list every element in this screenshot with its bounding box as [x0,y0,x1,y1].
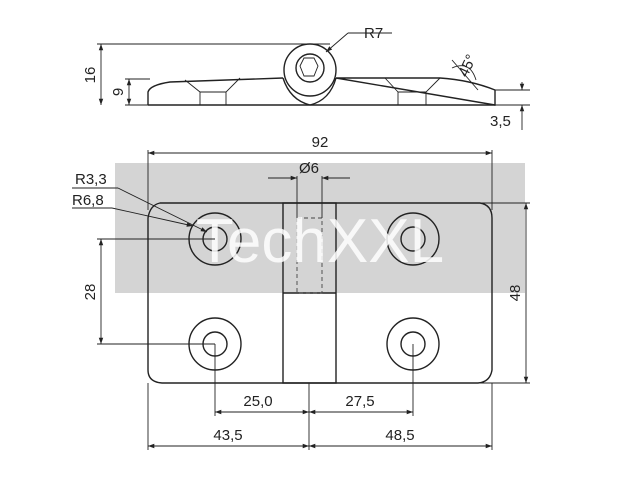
dim-height-body: 9 [110,88,127,96]
watermark-text: TechXXL [196,207,444,276]
knuckle-pin [295,53,325,83]
dim-height-total: 16 [82,67,99,84]
dim-hole-offset-right: 27,5 [345,393,374,410]
top-view: TechXXL 92 Ø6 R3,3 R6,8 28 48 2 [72,134,530,450]
label-countersink-angle: 45° [455,52,480,80]
dim-split-right: 48,5 [385,427,414,444]
side-view: 16 9 R7 45° 3,5 [82,25,530,130]
dim-plate-thickness: 3,5 [490,113,511,130]
knuckle-outer [283,43,337,97]
label-knuckle-radius: R7 [364,25,383,42]
angle-arc-45 [451,65,477,81]
dim-pin-diameter: Ø6 [299,160,319,177]
label-countersink-radius: R6,8 [72,192,104,209]
watermark [115,163,525,293]
plate-outline [147,202,493,384]
dim-width-total: 92 [312,134,329,151]
dim-hole-spacing-vertical: 28 [82,284,99,301]
side-countersink-left [184,77,241,105]
dim-height-total-top: 48 [507,285,524,302]
hole-top-right [386,212,440,266]
dim-hole-offset-left: 25,0 [243,393,272,410]
side-countersink-right [384,77,441,105]
label-hole-radius: R3,3 [75,171,107,188]
leader-r7 [325,32,349,53]
pin-hidden [296,217,323,294]
dim-split-left: 43,5 [213,427,242,444]
watermark-band [115,163,525,293]
knuckle-join [282,77,337,106]
knuckle-pin-hex [299,57,319,77]
